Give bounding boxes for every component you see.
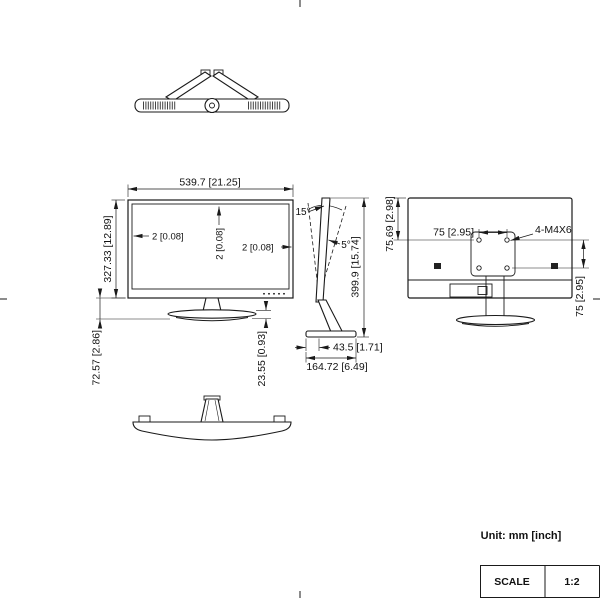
bottom-view (132, 395, 292, 441)
panel-bottom-profile (132, 421, 292, 441)
panel-profile (315, 197, 331, 303)
stand-neck-front (202, 297, 222, 312)
dim-base-front-label: 43.5 [1.71] (333, 342, 383, 354)
rear-vent-right (551, 263, 558, 269)
angle-tilt-forward-label: 5° (341, 240, 351, 251)
scale-value: 1:2 (564, 576, 579, 588)
dim-stand-height-label: 72.57 [2.86] (91, 330, 103, 386)
unit-note: Unit: mm [inch] (481, 530, 562, 542)
stand-neck-side (317, 299, 343, 333)
front-view (127, 199, 294, 322)
rear-vent-left (434, 263, 441, 269)
top-view (134, 69, 290, 114)
stand-base-side (305, 330, 357, 338)
dim-bezel-right-label: 2 [0.08] (242, 243, 274, 254)
stand-base-rear (455, 314, 536, 326)
dim-vesa-height-label: 75 [2.95] (574, 276, 586, 317)
dim-vesa-width-label: 75 [2.95] (433, 227, 474, 239)
vesa-holes (476, 237, 510, 271)
angle-tilt-back-label: 15° (295, 207, 310, 218)
stand-column-bottom (200, 398, 224, 423)
stand-base-front (167, 309, 257, 319)
dim-bezel-left-label: 2 [0.08] (152, 232, 184, 243)
dim-front-height-label: 327.33 [12.89] (102, 215, 114, 282)
dim-vesa-top-offset-label: 75.69 [2.98] (384, 196, 396, 252)
dim-base-depth-label: 164.72 [6.49] (306, 361, 367, 373)
rear-port-panel (449, 283, 493, 298)
rear-view-dimensions: 75 [2.95] 4-M4X6 75.69 [2.98] 75 [2.95] (384, 196, 589, 317)
osd-buttons (263, 292, 285, 295)
dim-base-thickness-label: 23.55 [0.93] (256, 331, 268, 387)
dim-front-width-label: 539.7 [21.25] (179, 177, 240, 189)
side-view-dimensions: 15° 5° 399.9 [15.74] 43.5 [1.71] 164.72 … (295, 197, 383, 373)
foot-pad-left (138, 415, 151, 423)
scale-label: SCALE (494, 576, 530, 588)
rear-view (407, 197, 573, 327)
front-view-dimensions: 539.7 [21.25] 327.33 [12.89] 2 [0.08] 2 … (91, 177, 294, 387)
dim-total-height-label: 399.9 [15.74] (350, 236, 362, 297)
foot-pad-right (273, 415, 286, 423)
dim-bezel-top-label: 2 [0.08] (215, 228, 226, 260)
side-view (305, 197, 357, 338)
vesa-screw-note-label: 4-M4X6 (535, 224, 572, 236)
